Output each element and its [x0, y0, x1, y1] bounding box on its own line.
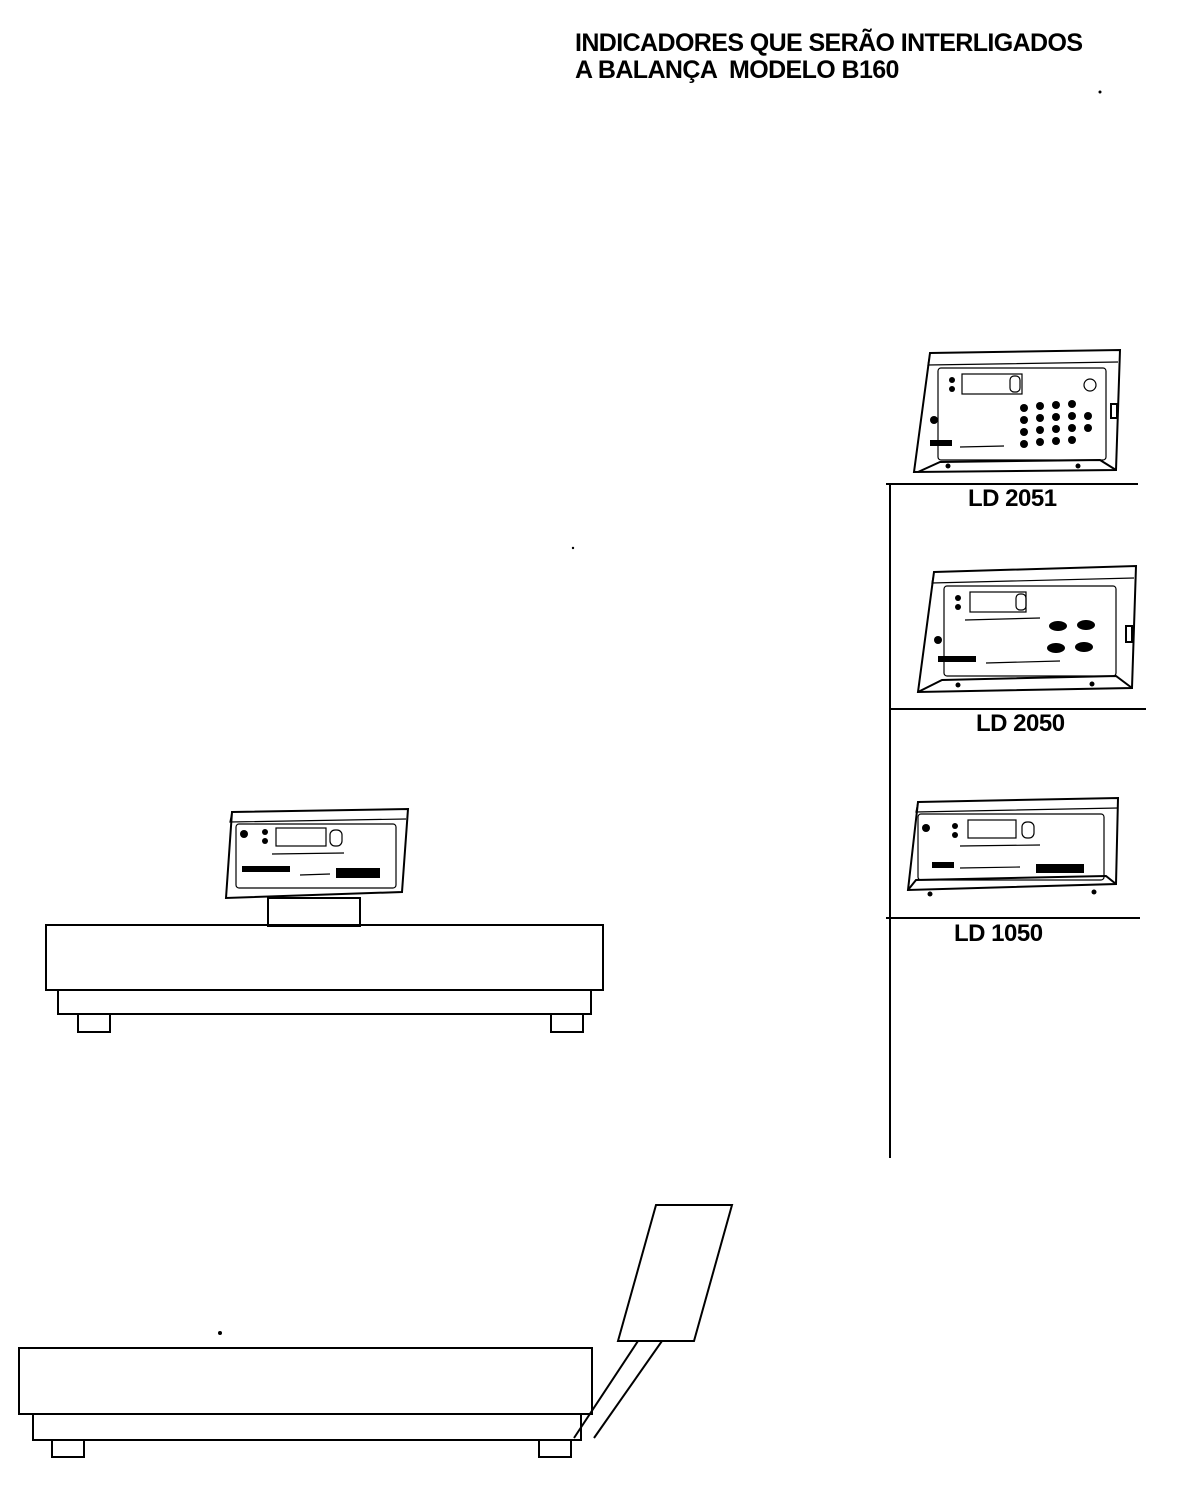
- title-line-2: A BALANÇA MODELO B160: [575, 56, 899, 84]
- indicator-shelf-frame: [886, 483, 1146, 1158]
- ld2051-indicator: [912, 348, 1122, 474]
- ld1050-label: LD 1050: [954, 920, 1043, 947]
- title-line-1: INDICADORES QUE SERÃO INTERLIGADOS: [575, 29, 1083, 57]
- scale-with-column-stand: [18, 1204, 734, 1458]
- ld2051-label: LD 2051: [968, 485, 1057, 512]
- scan-specks: [218, 90, 1102, 1335]
- scale-with-desk-indicator: [45, 807, 604, 1033]
- page-title: INDICADORES QUE SERÃO INTERLIGADOS A BAL…: [575, 29, 1083, 84]
- ld2050-label: LD 2050: [976, 710, 1065, 737]
- ld1050-indicator: [906, 796, 1120, 897]
- ld2050-indicator: [916, 564, 1138, 694]
